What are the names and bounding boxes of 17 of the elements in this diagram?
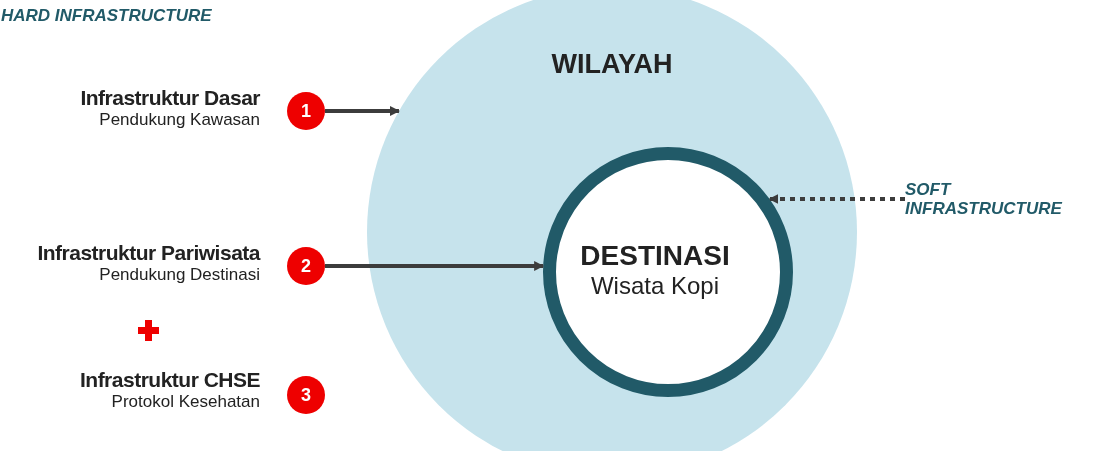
circle-title: WILAYAH (550, 49, 674, 80)
item-heading: Infrastruktur Dasar (80, 86, 260, 110)
section-heading: HARD INFRASTRUCTURE (1, 6, 212, 26)
item-heading: Infrastruktur CHSE (79, 368, 260, 392)
item-subtitle: Pendukung Destinasi (98, 265, 260, 285)
arrow (325, 106, 400, 116)
item-heading: Infrastruktur Pariwisata (37, 241, 260, 265)
item-subtitle: Pendukung Kawasan (98, 110, 260, 130)
side-heading: SOFT INFRASTRUCTURE (905, 180, 1064, 218)
number-badge: 1 (287, 92, 325, 130)
circle-subtitle: Wisata Kopi (589, 272, 721, 300)
circle-title: DESTINASI (579, 240, 731, 272)
item-subtitle: Protokol Kesehatan (110, 392, 260, 412)
number-badge: 3 (287, 376, 325, 414)
dashed-arrow (768, 194, 905, 204)
number-badge: 2 (287, 247, 325, 285)
arrow (325, 261, 545, 271)
